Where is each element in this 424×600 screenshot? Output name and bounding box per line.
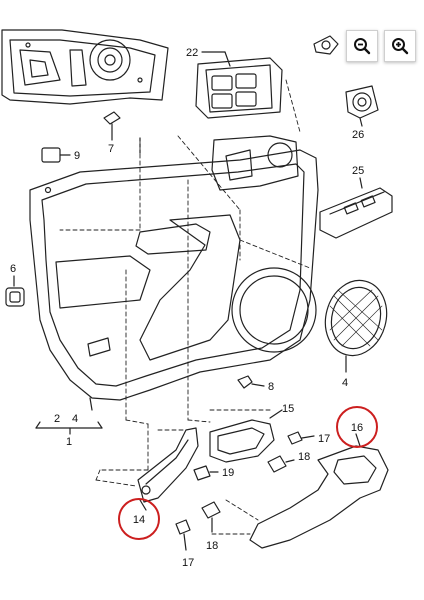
armrest-pull-handle: [249, 433, 389, 549]
alignment-lines: [59, 79, 311, 535]
zoom-out-icon: [354, 38, 371, 55]
callout-19: 19: [222, 467, 234, 479]
callout-labels: 22 7 9 26 25 6 4 8 2 4 1 15 17 18 19 18 …: [10, 47, 364, 569]
callout-14: 14: [133, 514, 145, 526]
bracket: [319, 177, 393, 239]
screw-18-lower: [201, 501, 221, 533]
screw-8: [237, 375, 265, 389]
callout-1: 1: [66, 436, 72, 448]
highlighted-callouts: 16 14: [118, 406, 378, 540]
callout-15: 15: [282, 403, 294, 415]
door-trim-panel: [29, 135, 319, 401]
callout-2: 2: [54, 413, 60, 425]
speaker-grille: [324, 279, 388, 373]
grommet-6: [5, 275, 25, 307]
callout-22: 22: [186, 47, 198, 59]
highlight-circle-16: [336, 406, 378, 448]
door-inner-frame: [1, 29, 169, 105]
zoom-in-button[interactable]: [384, 30, 416, 62]
callout-6: 6: [10, 263, 16, 275]
callout-26: 26: [352, 129, 364, 141]
inner-handle: [209, 409, 283, 463]
callout-4-group: 4: [72, 413, 78, 425]
callout-8: 8: [268, 381, 274, 393]
screw-18-middle: [267, 455, 295, 473]
callout-17-lower: 17: [182, 557, 194, 569]
callout-18-upper: 18: [298, 451, 310, 463]
callout-16: 16: [351, 422, 363, 434]
highlight-circle-14: [118, 498, 160, 540]
callout-4: 4: [342, 377, 348, 389]
callout-9: 9: [74, 150, 80, 162]
screw-17-upper: [287, 431, 315, 445]
zoom-in-icon: [392, 38, 409, 55]
callout-25: 25: [352, 165, 364, 177]
tweeter-housing: [345, 85, 379, 127]
mirror-switch: [313, 35, 339, 55]
armrest-bracket: [137, 427, 199, 511]
screw-17-lower: [175, 519, 191, 551]
window-switch-panel: [195, 51, 283, 119]
callout-7: 7: [108, 143, 114, 155]
callout-17-upper: 17: [318, 433, 330, 445]
clip-9: [41, 147, 71, 163]
callout-18-lower: 18: [206, 540, 218, 552]
clip-19: [193, 465, 219, 481]
zoom-out-button[interactable]: [346, 30, 378, 62]
panel-group-bracket: [35, 397, 103, 435]
